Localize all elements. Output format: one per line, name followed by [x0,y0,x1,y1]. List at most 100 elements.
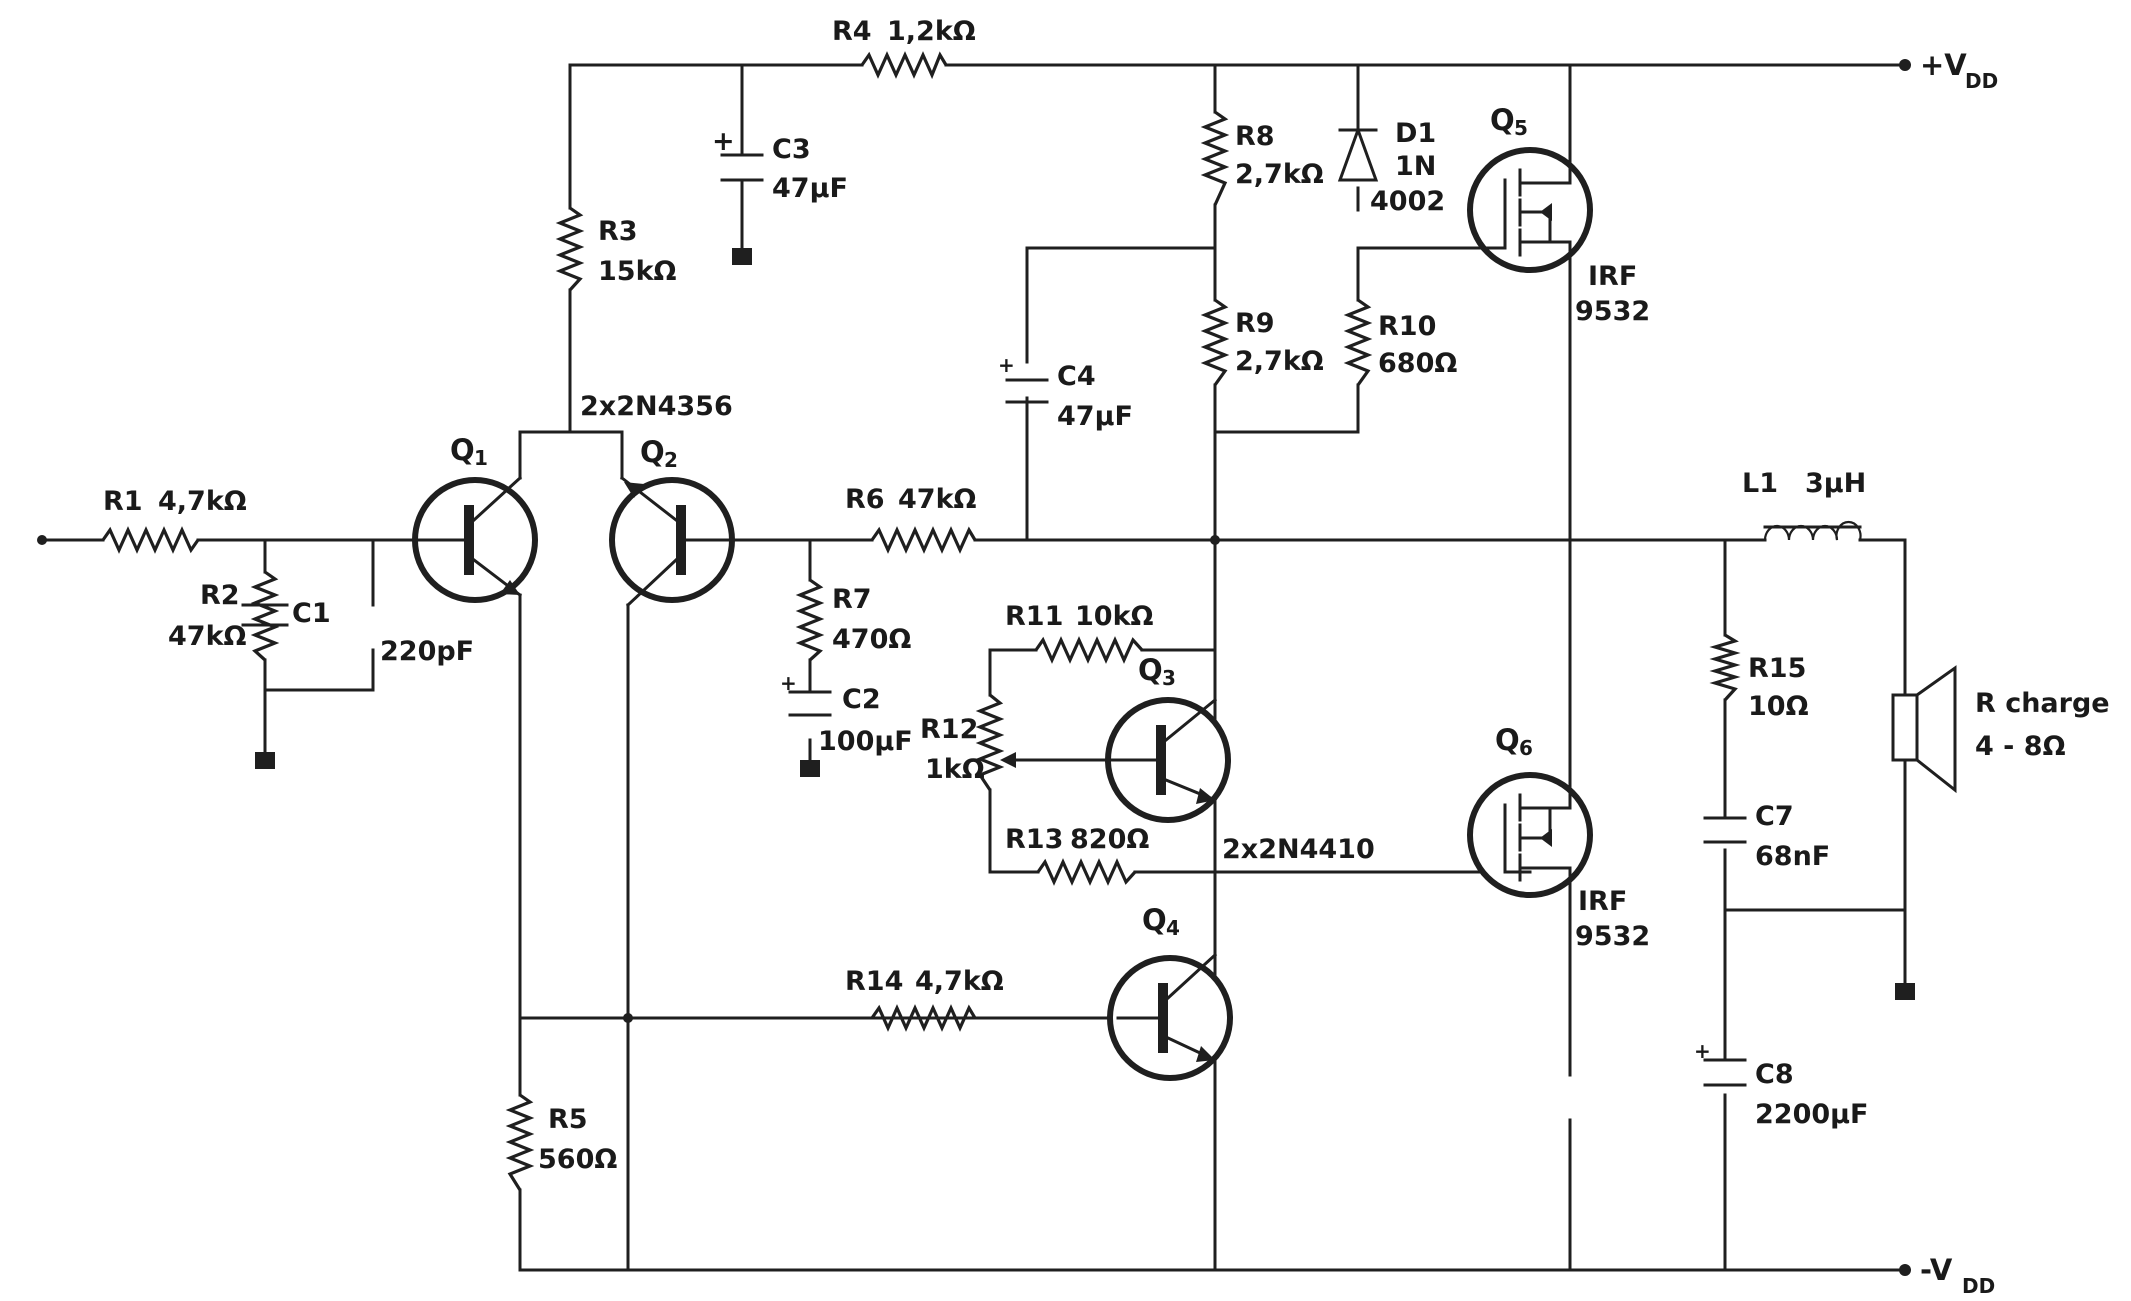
r8-name: R8 [1235,121,1275,152]
r11-name: R11 [1005,601,1063,632]
r4-name: R4 [832,16,872,47]
q6-mosfet [1467,648,1593,898]
r9-value: 2,7kΩ [1235,346,1324,377]
q4-label: Q [1142,903,1167,937]
c3-value: 47µF [772,173,848,204]
r13-name: R13 [1005,824,1063,855]
c2-name: C2 [842,684,881,715]
d1-line1: 1N [1395,151,1436,182]
r9-resistor [1200,298,1230,386]
c7-name: C7 [1755,801,1794,832]
load-name: R charge [1975,688,2110,719]
c4-value: 47µF [1057,401,1133,432]
r12-name: R12 [920,714,978,745]
r12-potentiometer [975,693,1005,791]
junctions [37,59,1911,1276]
q2-label: Q [640,435,665,469]
l1-inductor [1763,520,1862,541]
r14-resistor [870,1004,977,1032]
r5-resistor [505,1093,535,1191]
q6-label: Q [1495,723,1520,757]
r3-resistor [555,206,585,292]
ground-symbols [255,248,1915,1000]
q5-type-line1: IRF [1588,261,1637,292]
q4-transistor [1107,952,1233,1081]
vdd-neg-sub: DD [1962,1274,1995,1298]
c4-name: C4 [1057,361,1096,392]
q5-mosfet [1467,126,1593,292]
resistors [101,51,1741,1191]
r11-resistor [1034,636,1144,664]
r2-value: 47kΩ [168,621,247,652]
vdd-pos-label: +V [1920,48,1967,82]
r10-value: 680Ω [1378,348,1457,379]
q6-type-line2: 9532 [1575,921,1650,952]
q2-sub: 2 [664,448,678,472]
r4-value: 1,2kΩ [887,16,976,47]
q4-sub: 4 [1166,916,1180,940]
r1-value: 4,7kΩ [158,486,247,517]
pair-input-label: 2x2N4356 [580,391,733,422]
q5-label: Q [1490,103,1515,137]
d1-name: D1 [1395,118,1436,149]
d1-diode [1337,125,1379,182]
d1-line2: 4002 [1370,186,1445,217]
c1-value: 220pF [380,636,474,667]
r7-resistor [795,578,825,662]
c3-name: C3 [772,134,811,165]
q5-type-line2: 9532 [1575,296,1650,327]
q2-transistor [609,475,738,608]
q6-sub: 6 [1519,736,1533,760]
r6-resistor [870,526,977,554]
c7-value: 68nF [1755,841,1830,872]
q3-sub: 3 [1162,666,1176,690]
r11-value: 10kΩ [1075,601,1154,632]
r2-name: R2 [200,580,240,611]
r10-name: R10 [1378,311,1436,342]
svg-text:+: + [998,353,1015,377]
r13-value: 820Ω [1070,824,1149,855]
capacitors: + + + + [241,126,1747,1087]
c8-name: C8 [1755,1059,1794,1090]
r15-value: 10Ω [1748,691,1809,722]
r15-resistor [1709,633,1741,702]
r5-name: R5 [548,1104,588,1135]
labels: R1 4,7kΩ R2 47kΩ C1 220pF R3 15kΩ R4 1,2… [103,16,2110,1298]
r12-wiper-arrow [1000,752,1016,768]
r7-name: R7 [832,584,872,615]
q1-sub: 1 [474,446,488,470]
r15-name: R15 [1748,653,1806,684]
r2-resistor [250,570,280,662]
r14-name: R14 [845,966,903,997]
q3-label: Q [1138,653,1163,687]
r1-resistor [101,526,200,554]
r8-resistor [1200,110,1230,206]
r1-name: R1 [103,486,143,517]
q1-label: Q [450,433,475,467]
l1-name: L1 [1742,468,1778,499]
wires [40,63,1907,1272]
q1-transistor [410,475,538,603]
r6-value: 47kΩ [898,484,977,515]
load-value: 4 - 8Ω [1975,731,2066,762]
vdd-pos-sub: DD [1965,69,1998,93]
speaker-icon [1891,665,1957,794]
r3-value: 15kΩ [598,256,677,287]
r14-value: 4,7kΩ [915,966,1004,997]
r3-name: R3 [598,216,638,247]
svg-text:+: + [1694,1039,1711,1063]
r8-value: 2,7kΩ [1235,159,1324,190]
svg-text:+: + [780,671,797,695]
svg-text:+: + [712,126,735,157]
c2-value: 100µF [818,726,913,757]
r6-name: R6 [845,484,885,515]
q5-sub: 5 [1514,116,1528,140]
r12-value: 1kΩ [925,754,985,785]
r4-resistor [860,51,948,80]
q6-type-line1: IRF [1578,886,1627,917]
vdd-neg-label: -V [1920,1253,1953,1287]
l1-value: 3µH [1805,468,1866,499]
r13-resistor [1036,858,1137,886]
c8-value: 2200µF [1755,1099,1868,1130]
